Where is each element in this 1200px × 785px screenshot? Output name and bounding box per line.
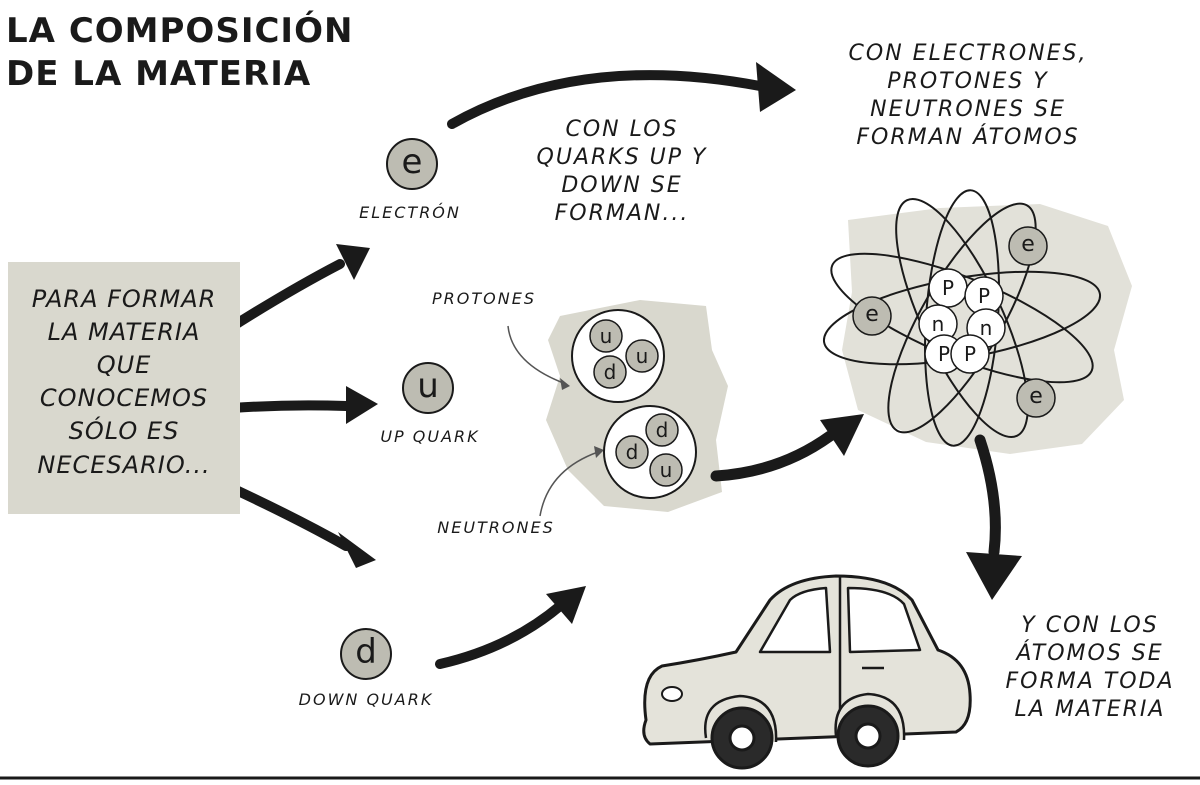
atom-electron-letter: e bbox=[1029, 384, 1043, 409]
atom-electron-letter: e bbox=[865, 302, 879, 327]
neutron-quark-2 bbox=[615, 435, 649, 469]
matter-caption-line: LA MATERIA bbox=[1014, 697, 1166, 723]
neutrons-label: NEUTRONES bbox=[437, 518, 555, 537]
nucleus-letter: n bbox=[979, 316, 993, 340]
intro-line: PARA FORMAR bbox=[31, 285, 217, 313]
title-line-1: LA COMPOSICIÓN bbox=[6, 11, 354, 51]
quarks-caption-line: QUARKS UP Y bbox=[536, 145, 708, 171]
atom-electron-3 bbox=[1016, 378, 1056, 418]
arrow-to-electron bbox=[225, 244, 370, 333]
electron-symbol: e bbox=[401, 142, 423, 182]
down-quark-label: DOWN QUARK bbox=[298, 690, 434, 709]
intro-line: LA MATERIA bbox=[47, 318, 201, 347]
down-quark-particle bbox=[340, 628, 392, 680]
down-quark-symbol: d bbox=[355, 632, 377, 672]
electron-particle bbox=[386, 138, 438, 190]
matter-caption: Y CON LOS ÁTOMOS SE FORMA TODA LA MATERI… bbox=[990, 612, 1190, 725]
neutron-quark-letter: d bbox=[625, 440, 639, 464]
proton-quark-letter: d bbox=[603, 360, 617, 384]
neutron-quark-3 bbox=[649, 453, 683, 487]
arrow-electron-to-atom bbox=[447, 62, 796, 129]
up-quark-symbol: u bbox=[417, 366, 439, 406]
atom-caption-line: NEUTRONES SE bbox=[870, 97, 1066, 123]
intro-line: CONOCEMOS bbox=[39, 384, 209, 413]
up-quark-label: UP QUARK bbox=[380, 427, 480, 446]
atom-caption-line: PROTONES Y bbox=[887, 69, 1049, 95]
electron-label: ELECTRÓN bbox=[359, 203, 461, 222]
up-quark-particle bbox=[402, 362, 454, 414]
intro-box-text: PARA FORMAR LA MATERIA QUE CONOCEMOS SÓL… bbox=[8, 283, 240, 482]
proton-quark-3 bbox=[593, 355, 627, 389]
matter-caption-line: ÁTOMOS SE bbox=[1016, 641, 1164, 667]
atom-electron-2 bbox=[852, 296, 892, 336]
nucleus-letter: p bbox=[941, 276, 955, 300]
proton-quark-2 bbox=[625, 339, 659, 373]
protons-label: PROTONES bbox=[432, 289, 536, 308]
matter-caption-line: FORMA TODA bbox=[1005, 669, 1175, 695]
arrow-quarks-to-nucleons bbox=[435, 586, 586, 669]
matter-caption-line: Y CON LOS bbox=[1021, 613, 1159, 638]
atom-electron-1 bbox=[1008, 226, 1048, 266]
quarks-caption-line: DOWN SE bbox=[561, 173, 683, 199]
atom-electron-letter: e bbox=[1021, 232, 1035, 257]
intro-line: QUE bbox=[96, 351, 152, 380]
intro-line: SÓLO ES bbox=[68, 417, 180, 446]
neutron-quark-letter: d bbox=[655, 418, 669, 442]
proton-quark-letter: u bbox=[599, 324, 613, 348]
arrow-to-up-quark bbox=[227, 386, 378, 424]
neutron-quark-letter: u bbox=[659, 458, 673, 482]
quarks-caption: CON LOS QUARKS UP Y DOWN SE FORMAN... bbox=[512, 116, 732, 229]
neutron-quark-1 bbox=[645, 413, 679, 447]
atom-caption-line: FORMAN ÁTOMOS bbox=[856, 125, 1080, 151]
title-line-2: DE LA MATERIA bbox=[6, 53, 312, 94]
atom-caption: CON ELECTRONES, PROTONES Y NEUTRONES SE … bbox=[828, 40, 1108, 153]
atom-caption-line: CON ELECTRONES, bbox=[848, 41, 1088, 66]
nucleus-letter: p bbox=[937, 342, 951, 366]
neutrones-pointer bbox=[539, 451, 599, 517]
diagram-title: LA COMPOSICIÓN DE LA MATERIA bbox=[6, 10, 353, 95]
proton-quark-1 bbox=[589, 319, 623, 353]
proton-quark-letter: u bbox=[635, 344, 649, 368]
nucleus-particle-6 bbox=[950, 334, 990, 374]
quarks-caption-line: CON LOS bbox=[565, 117, 679, 142]
car-illustration bbox=[642, 574, 972, 770]
nucleus-letter: n bbox=[931, 312, 945, 336]
nucleus-letter: p bbox=[963, 342, 977, 366]
protones-pointer bbox=[507, 325, 567, 385]
arrow-atom-to-matter bbox=[966, 434, 1022, 600]
arrow-to-down-quark bbox=[231, 485, 376, 568]
intro-line: NECESARIO... bbox=[37, 450, 211, 479]
intro-box bbox=[8, 262, 240, 514]
arrow-nucleons-to-atom bbox=[710, 414, 864, 482]
nucleus-letter: p bbox=[977, 284, 991, 308]
quarks-caption-line: FORMAN... bbox=[554, 201, 690, 227]
